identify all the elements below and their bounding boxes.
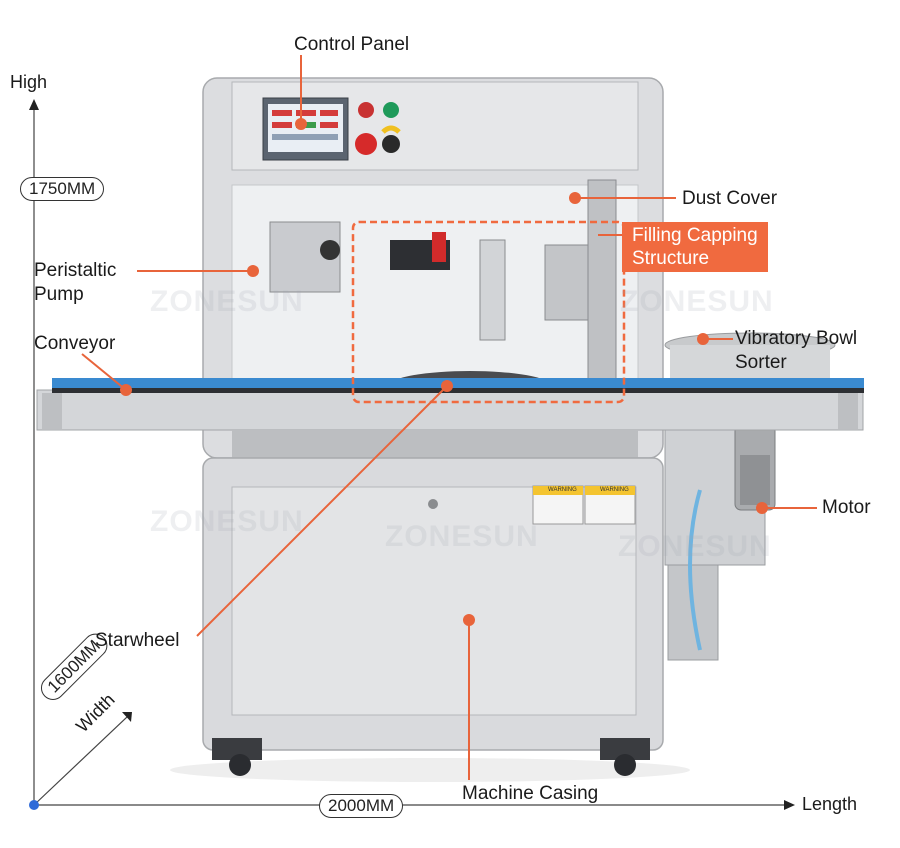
vibratory-bowl-label-line1: Vibratory Bowl [735, 328, 858, 349]
casters [212, 738, 650, 776]
starwheel-label: Starwheel [95, 630, 180, 651]
dimension-axes [29, 99, 795, 810]
control-panel-label: Control Panel [294, 34, 410, 55]
watermark: ZONESUN [620, 285, 774, 318]
leader-dots [120, 118, 768, 626]
filling-capping-label-line2: Structure [632, 248, 710, 269]
peristaltic-pump-label-line2: Pump [34, 284, 84, 305]
control-buttons [355, 102, 401, 155]
watermark: ZONESUN [150, 285, 304, 318]
leader-lines [81, 55, 817, 780]
dust-cover-label: Dust Cover [682, 188, 778, 209]
control-panel-screen [262, 97, 349, 161]
machine-casing-label: Machine Casing [462, 783, 599, 804]
height-value-pill: 1750MM [20, 177, 105, 201]
watermark: ZONESUN [150, 505, 304, 538]
peristaltic-pump-label-line1: Peristaltic [34, 260, 117, 281]
filling-capping-label-line1: Filling Capping [632, 225, 758, 246]
motor [734, 424, 776, 511]
motor-label: Motor [822, 497, 871, 518]
conveyor [36, 378, 864, 431]
machine-casing [202, 457, 664, 751]
drive-section [232, 430, 638, 460]
filling-capping-highlight-box [351, 220, 626, 404]
warning-sticker-text: WARNING [600, 487, 629, 493]
watermark: ZONESUN [385, 520, 539, 553]
height-axis-label: High [10, 72, 48, 92]
length-value-pill: 2000MM [319, 794, 404, 818]
length-axis-label: Length [802, 794, 858, 814]
vibratory-bowl-label-line2: Sorter [735, 352, 787, 373]
filling-capping-callout: Filling Capping Structure [622, 222, 768, 272]
conveyor-label: Conveyor [34, 333, 116, 354]
warning-sticker-text: WARNING [548, 487, 577, 493]
watermark: ZONESUN [618, 530, 772, 563]
